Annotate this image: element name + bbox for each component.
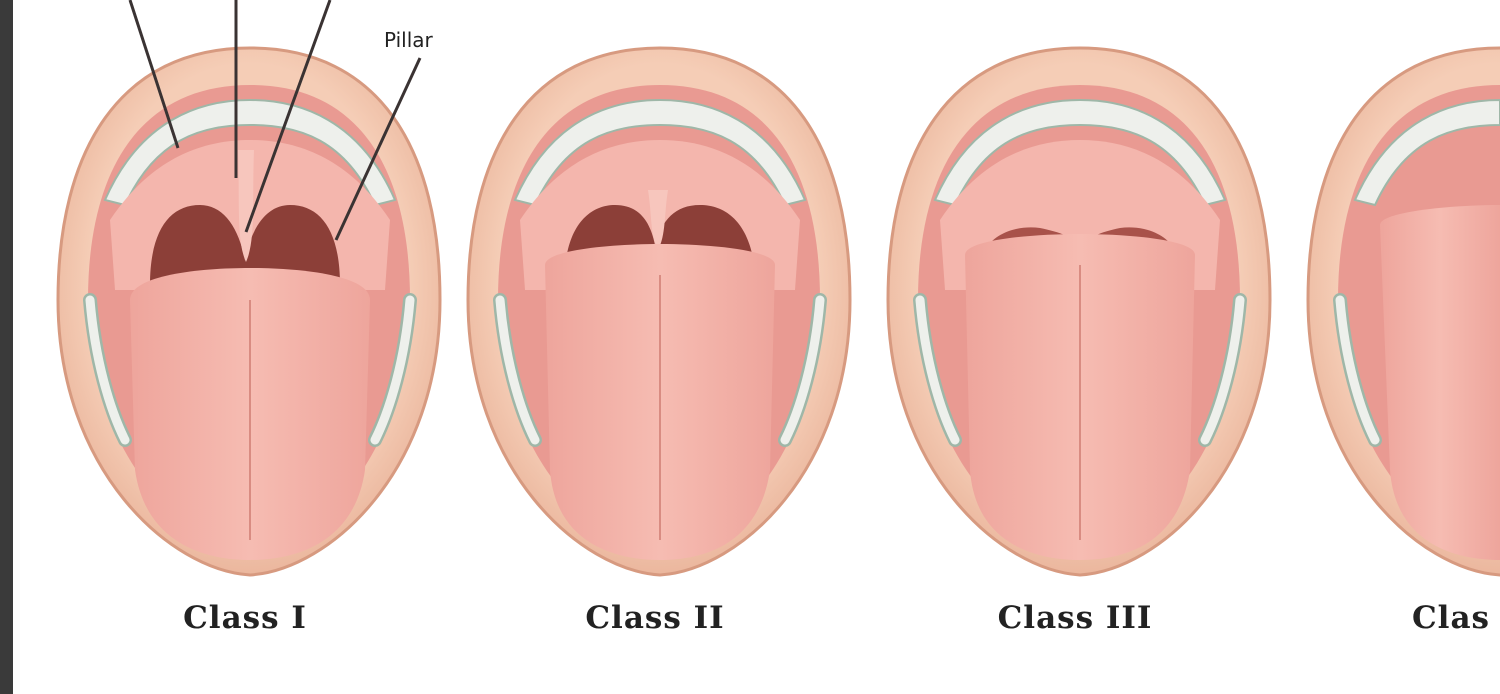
mouth-class-4: [1308, 48, 1500, 575]
caption-class-3: Class III: [925, 600, 1225, 636]
caption-class-1: Class I: [95, 600, 395, 636]
mouth-class-1: [58, 0, 440, 575]
mouth-class-3: [888, 48, 1270, 575]
pillar-label: Pillar: [384, 28, 433, 52]
caption-class-2: Class II: [505, 600, 805, 636]
mouth-class-2: [468, 48, 850, 575]
caption-class-4: Clas: [1412, 600, 1500, 636]
